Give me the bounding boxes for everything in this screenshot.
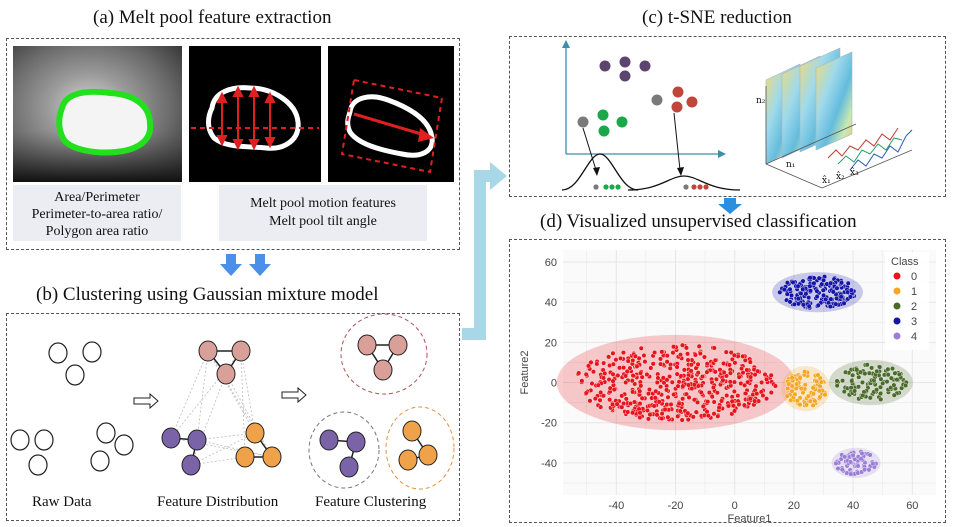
panel-d-title: (d) Visualized unsupervised classificati… bbox=[540, 211, 857, 232]
panel-c-title: (c) t-SNE reduction bbox=[642, 7, 792, 28]
motion-feature-2: Melt pool tilt angle bbox=[269, 214, 377, 229]
caption-raw-data: Raw Data bbox=[32, 494, 92, 510]
shape-feature-2: Perimeter-to-area ratio/ bbox=[31, 207, 163, 222]
panel-b bbox=[6, 313, 460, 521]
shape-feature-1: Area/Perimeter bbox=[54, 190, 140, 205]
caption-feature-clustering: Feature Clustering bbox=[315, 494, 427, 510]
axis-label-n1: n₁ bbox=[786, 160, 796, 170]
caption-feature-distribution: Feature Distribution bbox=[157, 494, 279, 510]
shape-features-box bbox=[13, 185, 181, 241]
motion-features-box bbox=[219, 185, 427, 241]
panel-a-title: (a) Melt pool feature extraction bbox=[93, 7, 332, 28]
panel-c bbox=[509, 36, 946, 197]
axis-label-x3: x̂₃ bbox=[850, 168, 859, 178]
panel-d bbox=[509, 239, 946, 523]
motion-feature-1: Melt pool motion features bbox=[250, 196, 396, 211]
axis-label-x2: x̂₂ bbox=[836, 172, 845, 182]
panel-b-title: (b) Clustering using Gaussian mixture mo… bbox=[36, 284, 379, 305]
axis-label-x1: x̂₁ bbox=[822, 176, 831, 186]
axis-label-n2: n₂ bbox=[756, 96, 766, 106]
panel-a bbox=[6, 38, 460, 250]
shape-feature-3: Polygon area ratio bbox=[45, 224, 149, 239]
